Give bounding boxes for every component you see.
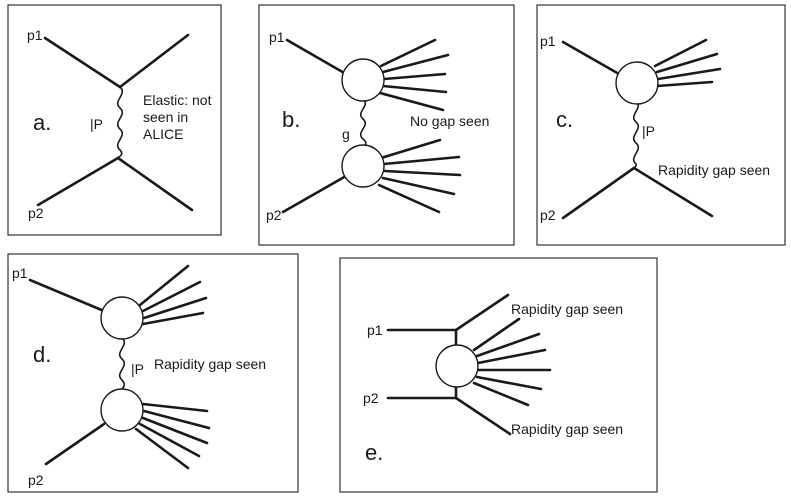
panel-c-jet-1: [653, 38, 708, 68]
panel-e-note-top: Rapidity gap seen: [511, 301, 623, 317]
panel-b-frame: [258, 4, 515, 246]
panel-e-note-bottom: Rapidity gap seen: [511, 421, 623, 437]
panel-a-letter: a.: [33, 110, 51, 135]
panel-b-exchange-label: g: [342, 126, 350, 142]
panel-e-blob: [435, 344, 479, 388]
panel-d-lower-jet-1: [141, 402, 209, 413]
panel-e-p1-label: p1: [367, 322, 383, 338]
panel-c-letter: c.: [556, 107, 573, 132]
panel-d-p1-label: p1: [12, 265, 28, 281]
panel-d-p2-line: [44, 422, 106, 466]
panel-a-p2-label: p2: [28, 205, 44, 221]
panel-b-p2-label: p2: [266, 207, 282, 223]
panel-c-p1-line: [561, 40, 621, 76]
panel-b-lower-jet-1: [379, 138, 442, 160]
panel-a-p1-line: [43, 36, 122, 89]
panel-b-upper-jet-2: [381, 53, 450, 74]
panel-c-jet-3: [656, 67, 722, 81]
panel-d-p1-line: [28, 278, 106, 313]
panel-b-upper-jet-4: [381, 84, 448, 94]
panel-e-jet-3: [476, 348, 547, 365]
panel-c: p1 p2 |P c. Rapidity gap seen: [536, 4, 786, 246]
panel-a-note-1: Elastic: not: [143, 92, 212, 108]
panel-e-p2-out-line: [454, 396, 512, 436]
panel-e-jet-2: [475, 332, 541, 358]
panel-b-note: No gap seen: [410, 113, 489, 129]
panel-b-lower-jet-5: [377, 183, 441, 214]
panel-b-lower-jet-3: [383, 169, 462, 177]
panel-a-p2-out-line: [116, 156, 194, 212]
panel-d-lower-jet-3: [141, 416, 209, 445]
panel-c-frame: [536, 4, 786, 246]
panel-a: p1 p2 |P a. Elastic: not seen in ALICE: [7, 4, 222, 236]
panel-b-gluon-wave: [359, 98, 367, 148]
panel-b-lower-jet-2: [382, 155, 461, 166]
panel-b-upper-jet-5: [378, 91, 445, 112]
panel-d-upper-blob: [100, 296, 144, 340]
panel-b-upper-jet-1: [379, 38, 437, 68]
panel-a-p2-line: [36, 156, 120, 207]
panel-b-p1-line: [285, 38, 348, 76]
panel-c-note: Rapidity gap seen: [658, 162, 770, 178]
panel-b-p1-label: p1: [269, 29, 285, 45]
panel-c-pomeron-wave: [632, 100, 640, 169]
panel-c-p2-out-line: [632, 166, 714, 218]
panel-d-lower-jet-2: [142, 409, 211, 430]
panel-a-p1-label: p1: [27, 27, 43, 43]
panel-e-frame: [339, 257, 658, 493]
panel-a-exchange-label: |P: [90, 116, 103, 132]
panel-d-lower-jet-4: [138, 422, 201, 458]
panel-d-lower-blob: [100, 388, 144, 432]
panel-a-note-3: ALICE: [143, 126, 183, 142]
panel-a-note-2: seen in: [143, 109, 188, 125]
panel-b-p2-line: [281, 174, 348, 214]
panel-e: p1 p2 e. Rapidity gap seen Rapidity gap …: [339, 257, 658, 493]
panel-d-upper-jet-1: [138, 264, 190, 307]
panel-c-jet-2: [655, 52, 719, 74]
panel-c-blob: [615, 61, 659, 105]
panel-b-upper-jet-3: [382, 72, 447, 81]
panel-c-exchange-label: |P: [642, 123, 655, 139]
panel-c-p1-label: p1: [540, 33, 556, 49]
panel-e-letter: e.: [365, 440, 383, 465]
panel-d-note: Rapidity gap seen: [154, 356, 266, 372]
panel-b-upper-blob: [341, 58, 385, 102]
panel-e-jet-6: [472, 381, 530, 407]
panel-d: p1 p2 |P d. Rapidity gap seen: [7, 253, 299, 493]
panel-b: p1 p2 g b. No gap seen: [258, 4, 515, 246]
panel-c-p2-line: [561, 166, 636, 220]
panel-b-letter: b.: [282, 107, 300, 132]
panel-a-p1-out-line: [118, 33, 190, 89]
panel-d-upper-jet-3: [142, 296, 208, 320]
panel-e-jet-1: [472, 317, 521, 352]
panel-d-lower-jet-5: [134, 427, 190, 470]
panel-a-frame: [7, 4, 222, 236]
panel-b-lower-blob: [341, 144, 385, 188]
panel-b-lower-jet-4: [381, 176, 456, 196]
panel-d-p2-label: p2: [28, 472, 44, 488]
panel-e-jet-5: [475, 375, 543, 391]
panel-a-pomeron-wave: [116, 86, 124, 159]
panel-d-upper-jet-2: [141, 280, 202, 313]
panel-e-p2-label: p2: [363, 390, 379, 406]
panel-c-p2-label: p2: [540, 207, 556, 223]
panel-d-exchange-label: |P: [131, 361, 144, 377]
panel-d-letter: d.: [33, 342, 51, 367]
panel-e-p1-out-line: [454, 293, 510, 332]
panel-d-upper-jet-4: [141, 311, 205, 326]
panel-c-jet-4: [655, 80, 714, 88]
panel-d-pomeron-wave: [118, 337, 126, 390]
